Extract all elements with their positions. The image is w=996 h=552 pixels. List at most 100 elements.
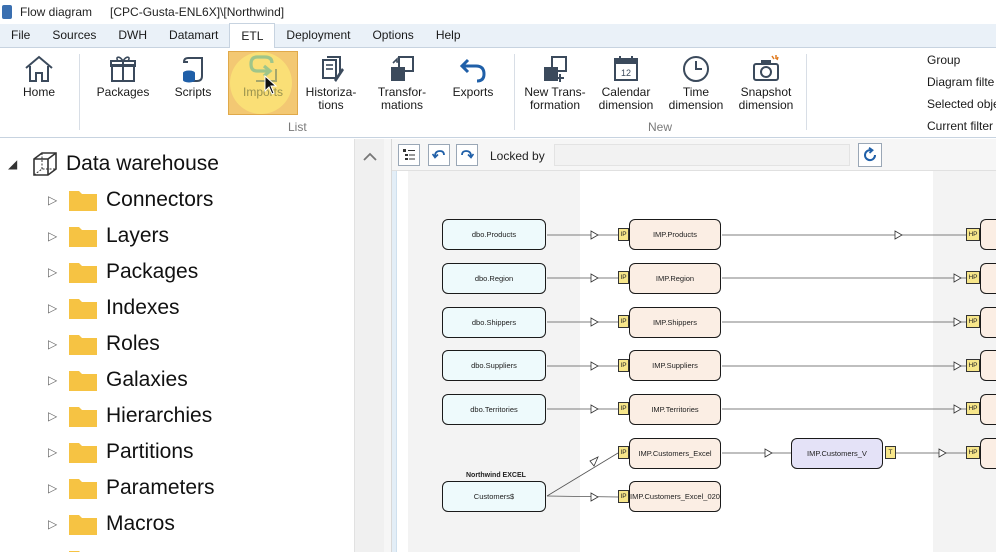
menu-sources[interactable]: Sources bbox=[52, 28, 97, 42]
tree-item-indexes[interactable]: ▷ Indexes bbox=[48, 293, 180, 323]
collapsed-arrow-icon[interactable]: ▷ bbox=[48, 517, 58, 531]
diagram-filter-option[interactable]: Diagram filte bbox=[927, 75, 995, 89]
locked-by-field[interactable] bbox=[554, 144, 850, 166]
historization-node[interactable] bbox=[980, 219, 996, 250]
historization-node[interactable] bbox=[980, 307, 996, 338]
collapsed-arrow-icon[interactable]: ▷ bbox=[48, 229, 58, 243]
menu-dwh[interactable]: DWH bbox=[118, 28, 148, 42]
selected-objects-option[interactable]: Selected obje bbox=[927, 97, 996, 111]
expanded-triangle-icon[interactable]: ◢ bbox=[8, 157, 18, 171]
undo-button[interactable] bbox=[428, 144, 450, 166]
ribbon-group-list: List bbox=[288, 120, 307, 134]
refresh-icon bbox=[864, 147, 877, 162]
calendar-day: 12 bbox=[621, 68, 631, 78]
diagram-toolbar: Locked by bbox=[392, 139, 996, 171]
tree-item-galaxies[interactable]: ▷ Galaxies bbox=[48, 365, 188, 395]
tree-scrollbar[interactable] bbox=[354, 139, 384, 552]
package-icon bbox=[105, 52, 141, 86]
source-node[interactable]: dbo.Shippers bbox=[442, 307, 546, 338]
current-filter-option[interactable]: Current filter bbox=[927, 119, 994, 133]
collapsed-arrow-icon[interactable]: ▷ bbox=[48, 301, 58, 315]
cube-icon bbox=[30, 150, 60, 178]
import-tag: IP bbox=[618, 228, 629, 241]
source-node[interactable]: dbo.Region bbox=[442, 263, 546, 294]
source-group-label: Northwind EXCEL bbox=[466, 472, 526, 479]
tree-item-partitions[interactable]: ▷ Partitions bbox=[48, 437, 194, 467]
tree-item-roles[interactable]: ▷ Roles bbox=[48, 329, 160, 359]
import-node[interactable]: IMP.Region bbox=[629, 263, 721, 294]
group-option[interactable]: Group bbox=[927, 53, 961, 67]
historization-tag: HP bbox=[966, 446, 980, 459]
collapsed-arrow-icon[interactable]: ▷ bbox=[48, 193, 58, 207]
transformation-icon bbox=[384, 52, 420, 86]
tree-item-macros[interactable]: ▷ Macros bbox=[48, 509, 175, 539]
redo-button[interactable] bbox=[456, 144, 478, 166]
refresh-button[interactable] bbox=[858, 143, 882, 167]
source-node[interactable]: dbo.Products bbox=[442, 219, 546, 250]
folder-icon bbox=[68, 476, 98, 500]
packages-button[interactable]: Packages bbox=[94, 52, 152, 114]
source-node[interactable]: Customers$ bbox=[442, 481, 546, 512]
historization-node[interactable] bbox=[980, 438, 996, 469]
menu-file[interactable]: File bbox=[11, 28, 31, 42]
list-tree-icon bbox=[403, 149, 415, 160]
mouse-cursor-icon bbox=[264, 75, 278, 95]
layout-list-button[interactable] bbox=[398, 144, 420, 166]
chevron-up-icon[interactable] bbox=[361, 149, 379, 165]
import-node[interactable]: IMP.Suppliers bbox=[629, 350, 721, 381]
transformation-node[interactable]: IMP.Customers_V bbox=[791, 438, 883, 469]
home-label: Home bbox=[22, 85, 55, 99]
new-transformation-button[interactable]: New Trans- formation bbox=[522, 52, 588, 114]
snapshot-dimension-button[interactable]: Snapshot dimension bbox=[734, 52, 798, 114]
menu-bar: File Sources DWH Datamart ETL Deployment… bbox=[0, 23, 996, 48]
menu-options[interactable]: Options bbox=[372, 28, 414, 42]
historization-node[interactable] bbox=[980, 263, 996, 294]
historization-node[interactable] bbox=[980, 394, 996, 425]
tree-item-parameters[interactable]: ▷ Parameters bbox=[48, 473, 215, 503]
collapsed-arrow-icon[interactable]: ▷ bbox=[48, 337, 58, 351]
source-node[interactable]: dbo.Suppliers bbox=[442, 350, 546, 381]
import-tag: IP bbox=[618, 271, 629, 284]
tree-root-data-warehouse[interactable]: ◢ Data warehouse bbox=[8, 149, 219, 179]
canvas-edge bbox=[392, 171, 397, 552]
transformations-button[interactable]: Transfor- mations bbox=[370, 52, 434, 114]
time-dimension-button[interactable]: Time dimension bbox=[664, 52, 728, 114]
tree-item-layers[interactable]: ▷ Layers bbox=[48, 221, 169, 251]
camera-icon bbox=[748, 52, 784, 86]
tree-item-packages[interactable]: ▷ Packages bbox=[48, 257, 198, 287]
locked-by-label: Locked by bbox=[490, 149, 545, 163]
collapsed-arrow-icon[interactable]: ▷ bbox=[48, 373, 58, 387]
import-node[interactable]: IMP.Products bbox=[629, 219, 721, 250]
collapsed-arrow-icon[interactable]: ▷ bbox=[48, 445, 58, 459]
source-node[interactable]: dbo.Territories bbox=[442, 394, 546, 425]
home-button[interactable]: Home bbox=[14, 52, 64, 114]
collapsed-arrow-icon[interactable]: ▷ bbox=[48, 265, 58, 279]
flow-diagram-canvas[interactable]: dbo.Products dbo.Region dbo.Shippers dbo… bbox=[392, 171, 996, 552]
folder-icon bbox=[68, 440, 98, 464]
exports-button[interactable]: Exports bbox=[448, 52, 498, 114]
scripts-button[interactable]: Scripts bbox=[168, 52, 218, 114]
imports-button[interactable]: Imports bbox=[228, 51, 298, 115]
historization-node[interactable] bbox=[980, 350, 996, 381]
menu-datamart[interactable]: Datamart bbox=[169, 28, 219, 42]
panel-splitter[interactable] bbox=[384, 139, 392, 552]
tree-item-hierarchies[interactable]: ▷ Hierarchies bbox=[48, 401, 212, 431]
tree-item-partial[interactable]: ▷ bbox=[48, 545, 106, 552]
menu-help[interactable]: Help bbox=[435, 28, 461, 42]
historizations-button[interactable]: Historiza- tions bbox=[300, 52, 362, 114]
tree-item-label: Roles bbox=[106, 332, 160, 355]
collapsed-arrow-icon[interactable]: ▷ bbox=[48, 409, 58, 423]
import-node[interactable]: IMP.Shippers bbox=[629, 307, 721, 338]
calendar-dimension-button[interactable]: 12 Calendar dimension bbox=[594, 52, 658, 114]
scripts-label: Scripts bbox=[174, 85, 212, 99]
import-node[interactable]: IMP.Customers_Excel_020 bbox=[629, 481, 721, 512]
new-transformation-label: New Trans- formation bbox=[524, 85, 586, 112]
menu-deployment[interactable]: Deployment bbox=[286, 28, 351, 42]
menu-etl[interactable]: ETL bbox=[229, 23, 276, 48]
tree-item-connectors[interactable]: ▷ Connectors bbox=[48, 185, 213, 215]
import-node[interactable]: IMP.Territories bbox=[629, 394, 721, 425]
historization-icon bbox=[313, 52, 349, 86]
import-node[interactable]: IMP.Customers_Excel bbox=[629, 438, 721, 469]
connector-lines bbox=[546, 230, 966, 502]
collapsed-arrow-icon[interactable]: ▷ bbox=[48, 481, 58, 495]
